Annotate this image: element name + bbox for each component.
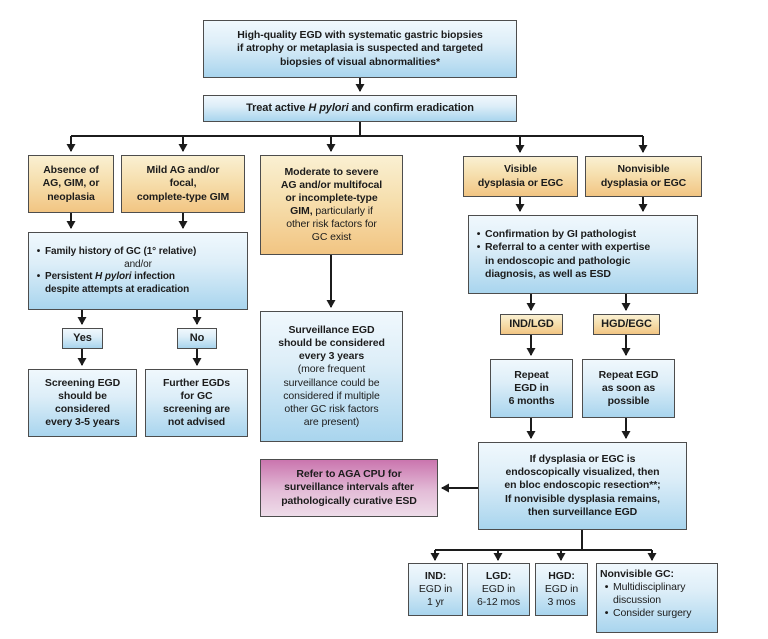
moderate-text-bold: Moderate to severe AG and/or multifocal … [280,165,383,217]
node-repeat-egd-asap: Repeat EGD as soon as possible [582,359,675,418]
bullet-icon: • [476,241,481,254]
ind-heading: IND: [424,569,447,582]
node-absence-ag-gim: Absence of AG, GIM, or neoplasia [28,155,114,213]
node-family-history-criteria: • Family history of GC (1° relative) and… [28,232,248,310]
node-further-egds-not-advised: Further EGDs for GC screening are not ad… [145,369,248,437]
node-refer-aga-cpu: Refer to AGA CPU for surveillance interv… [260,459,438,517]
node-visible-dysplasia-egc: Visible dysplasia or EGC [463,156,578,197]
treat-text-pre: Treat active [246,101,309,114]
surveillance-text-regular: (more frequent surveillance could be con… [283,363,380,428]
lgd-interval: EGD in 6-12 mos [477,582,520,609]
node-ind-followup: IND: EGD in 1 yr [408,563,463,616]
node-high-quality-egd: High-quality EGD with systematic gastric… [203,20,517,78]
node-surveillance-egd-3-years: Surveillance EGD should be considered ev… [260,311,403,442]
family-bullet-2: Persistent H pylori infection despite at… [45,271,190,295]
moderate-text-regular: particularly if other risk factors for G… [286,205,377,244]
node-treat-h-pylori: Treat active H pylori and confirm eradic… [203,95,517,122]
ind-interval: EGD in 1 yr [418,582,453,609]
bullet-icon: • [604,607,609,620]
node-nonvisible-dysplasia-egc: Nonvisible dysplasia or EGC [585,156,702,197]
nonvisiblegc-bullet-1: Multidisciplinary discussion [613,581,686,607]
confirmation-bullet-2: Referral to a center with expertise in e… [485,241,651,280]
node-en-bloc-resection: If dysplasia or EGC is endoscopically vi… [478,442,687,530]
family-bullet-1: Family history of GC (1° relative) [45,246,197,257]
family-hpylori-italic: H pylori [95,271,132,282]
node-nonvisible-gc-followup: Nonvisible GC: • Multidisciplinary discu… [596,563,718,633]
bullet-icon: • [604,581,609,594]
treat-text-post: and confirm eradication [348,101,475,114]
nonvisiblegc-heading: Nonvisible GC: [600,568,674,580]
treat-text-hpylori: H pylori [308,101,349,114]
node-hgd-followup: HGD: EGD in 3 mos [535,563,588,616]
node-confirmation-referral: • Confirmation by GI pathologist • Refer… [468,215,698,294]
node-screening-egd-3-5-years: Screening EGD should be considered every… [28,369,137,437]
bullet-icon: • [36,271,41,282]
surveillance-text-bold: Surveillance EGD should be considered ev… [278,324,385,363]
confirmation-bullet-1: Confirmation by GI pathologist [485,228,636,241]
node-ind-lgd: IND/LGD [500,314,563,335]
hgd-heading: HGD: [548,569,575,582]
hgd-interval: EGD in 3 mos [544,582,579,609]
node-lgd-followup: LGD: EGD in 6-12 mos [467,563,530,616]
node-yes: Yes [62,328,103,349]
bullet-icon: • [476,228,481,241]
bullet-icon: • [36,246,41,257]
family-andor-label: and/or [124,258,152,270]
lgd-heading: LGD: [485,569,512,582]
node-moderate-severe-ag-gim: Moderate to severe AG and/or multifocal … [260,155,403,255]
nonvisiblegc-bullet-2: Consider surgery [613,607,692,620]
node-repeat-egd-6-months: Repeat EGD in 6 months [490,359,573,418]
node-no: No [177,328,217,349]
node-mild-ag-focal-gim: Mild AG and/or focal, complete-type GIM [121,155,245,213]
node-hgd-egc: HGD/EGC [593,314,660,335]
